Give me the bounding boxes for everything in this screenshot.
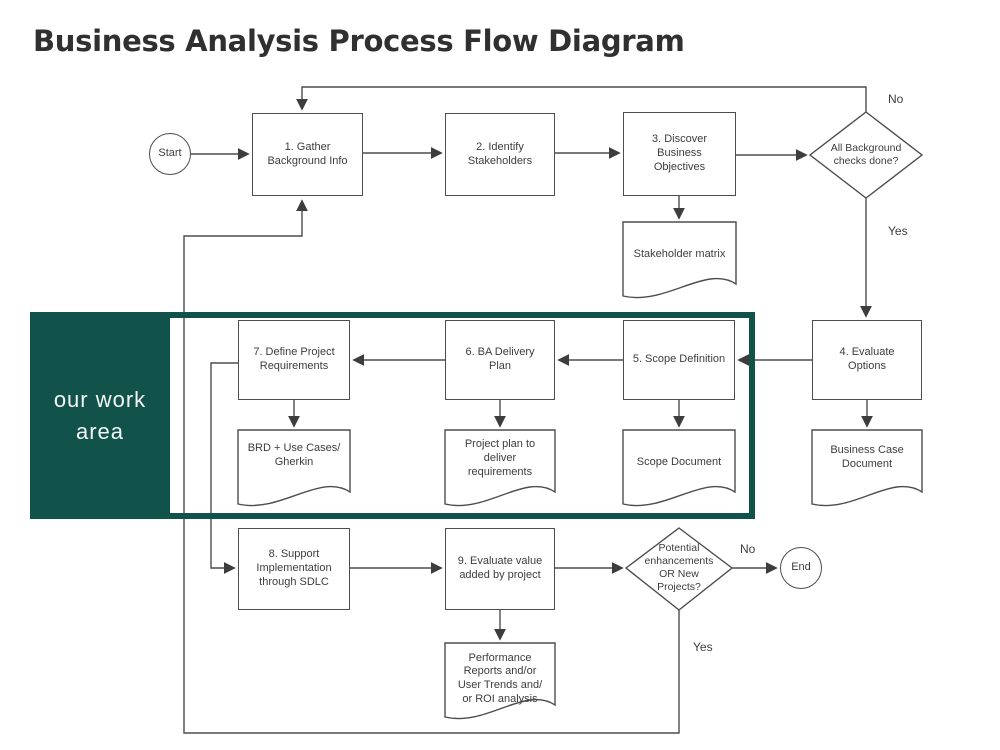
scope-document-doc: Scope Document: [636, 456, 722, 469]
stakeholder-matrix-doc-shape: [622, 221, 737, 299]
step-7-define-project-requirements: 7. Define Project Requirements: [238, 320, 350, 400]
work-area-label: our work area: [30, 312, 170, 519]
performance-reports-doc: Performance Reports and/or User Trends a…: [457, 651, 543, 705]
step-6-ba-delivery-plan: 6. BA Delivery Plan: [445, 320, 555, 400]
edge-label-yes-loop: Yes: [693, 640, 713, 654]
connector-decision1-no-loop: [296, 86, 867, 112]
step-3-discover-business-objectives: 3. Discover Business Objectives: [623, 112, 736, 196]
brd-doc-shape: [237, 429, 351, 507]
step-8-support-implementation-sdlc: 8. Support Implementation through SDLC: [238, 528, 350, 610]
end-node: End: [780, 547, 822, 589]
edge-label-no-top: No: [888, 92, 904, 106]
edge-label-no-end: No: [740, 542, 756, 556]
connector-7-to-8: [210, 362, 238, 574]
decision1-shape: [808, 111, 924, 199]
stakeholder-matrix-doc: Stakeholder matrix: [633, 248, 726, 261]
connector-decision2-yes-loop: [183, 199, 680, 734]
step-1-gather-background-info: 1. Gather Background Info: [252, 113, 363, 196]
decision-all-background-checks-done: All Background checks done?: [830, 141, 902, 167]
brd-use-cases-gherkin-doc: BRD + Use Cases/ Gherkin: [247, 442, 341, 468]
decision2-shape: [624, 527, 734, 611]
business-case-document-doc: Business Case Document: [830, 444, 904, 470]
edge-label-yes-background: Yes: [888, 224, 908, 238]
performance-doc-shape: [444, 642, 556, 720]
page-title: Business Analysis Process Flow Diagram: [33, 24, 685, 58]
step-4-evaluate-options: 4. Evaluate Options: [812, 320, 922, 400]
scope-document-doc-shape: [622, 429, 736, 507]
decision-potential-enhancements: Potential enhancements OR New Projects?: [644, 541, 714, 594]
step-5-scope-definition: 5. Scope Definition: [623, 320, 735, 400]
step-2-identify-stakeholders: 2. Identify Stakeholders: [445, 113, 555, 196]
step-9-evaluate-value-added: 9. Evaluate value added by project: [445, 528, 555, 610]
project-plan-doc: Project plan to deliver requirements: [464, 438, 536, 478]
business-case-doc-shape: [811, 429, 923, 507]
project-plan-doc-shape: [444, 429, 556, 507]
start-node: Start: [149, 133, 191, 175]
